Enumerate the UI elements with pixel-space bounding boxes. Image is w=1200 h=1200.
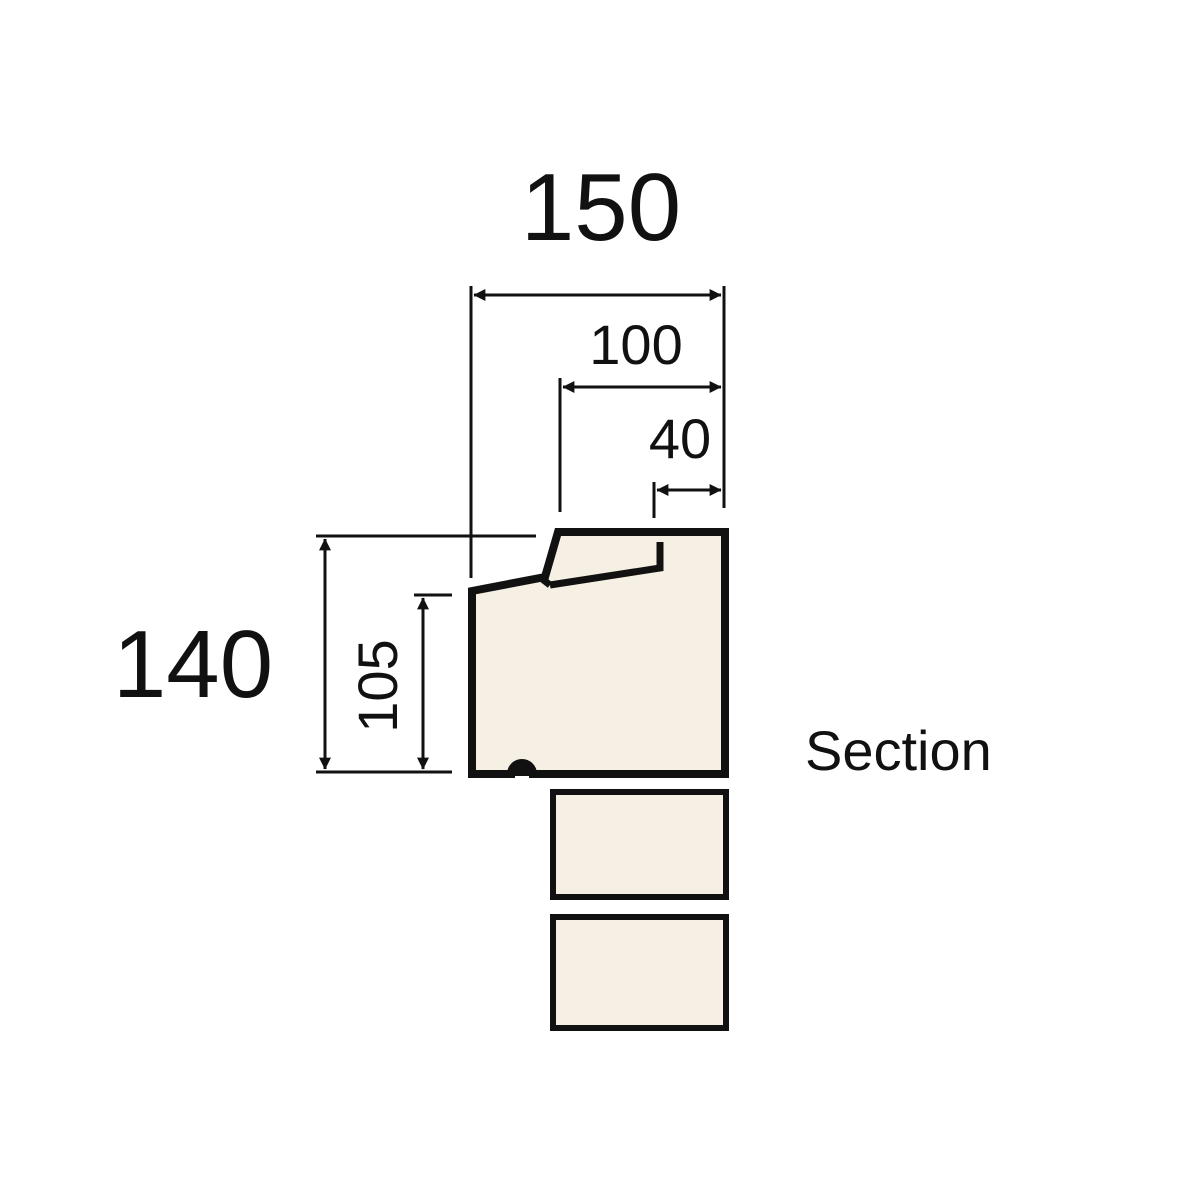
section-caption: Section [805,719,992,782]
dim-label-40: 40 [649,407,711,470]
dim-label-150: 150 [521,154,681,261]
profile-slope-edge [538,575,553,588]
dim-label-140: 140 [113,611,273,718]
drip-groove [509,763,535,776]
weathering-line [549,542,664,589]
dim-label-100: 100 [589,313,682,376]
brick-upper [550,789,729,900]
dim-label-105: 105 [346,639,409,732]
brick-lower [550,914,729,1031]
coping-profile [468,528,729,778]
